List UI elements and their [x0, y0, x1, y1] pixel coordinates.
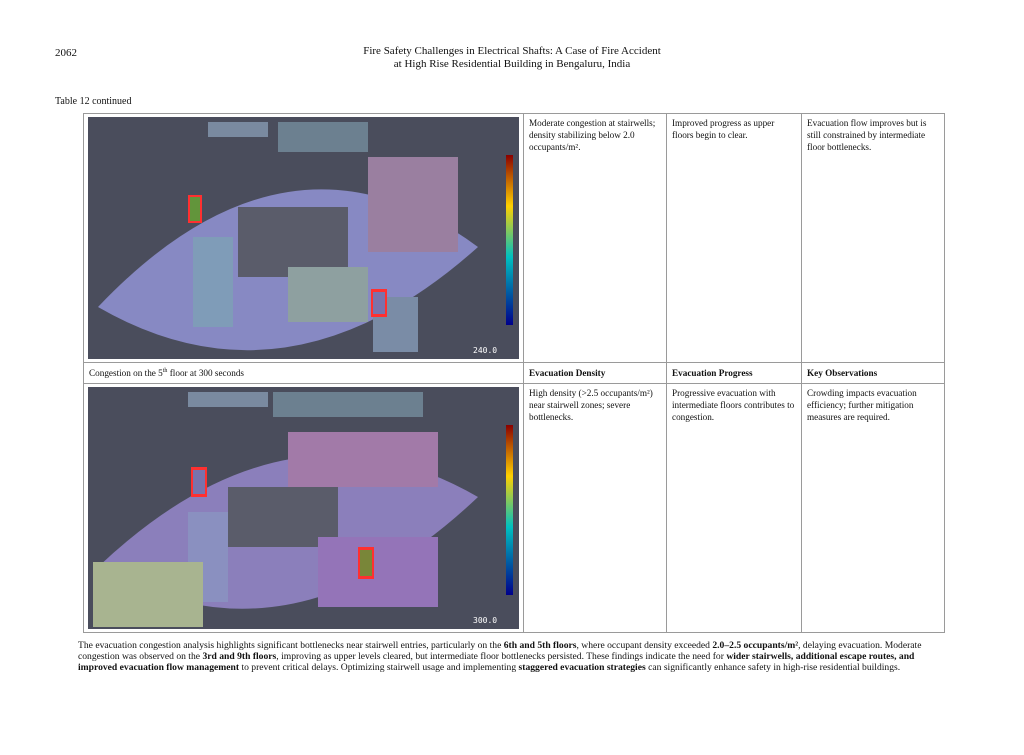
- table-row: Congestion on the 5th floor at 300 secon…: [83, 362, 945, 384]
- progress-cell: Progressive evacuation with intermediate…: [666, 383, 802, 633]
- simulation-image-300: 300.0: [88, 387, 519, 629]
- density-cell: High density (>2.5 occupants/m²) near st…: [523, 383, 667, 633]
- density-cell: Moderate congestion at stairwells; densi…: [523, 113, 667, 363]
- body-paragraph: The evacuation congestion analysis highl…: [78, 640, 922, 673]
- table-row: 300.0 High density (>2.5 occupants/m²) n…: [83, 383, 945, 633]
- table-row: 240.0 Moderate congestion at stairwells;…: [83, 113, 945, 363]
- header-density: Evacuation Density: [523, 362, 667, 384]
- observations-cell: Evacuation flow improves but is still co…: [801, 113, 945, 363]
- table-caption: Table 12 continued: [55, 96, 132, 107]
- observations-cell: Crowding impacts evacuation efficiency; …: [801, 383, 945, 633]
- running-head: Fire Safety Challenges in Electrical Sha…: [262, 45, 762, 71]
- header-observations: Key Observations: [801, 362, 945, 384]
- simulation-cell: 240.0: [83, 113, 524, 363]
- simulation-cell: 300.0: [83, 383, 524, 633]
- page-number: 2062: [55, 47, 77, 59]
- evacuation-table: 240.0 Moderate congestion at stairwells;…: [83, 113, 945, 633]
- running-head-line2: at High Rise Residential Building in Ben…: [393, 58, 631, 70]
- figure-caption: Congestion on the 5th floor at 300 secon…: [83, 362, 524, 384]
- sim-time-label: 300.0: [473, 616, 497, 625]
- progress-cell: Improved progress as upper floors begin …: [666, 113, 802, 363]
- simulation-image-240: 240.0: [88, 117, 519, 359]
- header-progress: Evacuation Progress: [666, 362, 802, 384]
- running-head-line1: Fire Safety Challenges in Electrical Sha…: [363, 45, 661, 57]
- sim-time-label: 240.0: [473, 346, 497, 355]
